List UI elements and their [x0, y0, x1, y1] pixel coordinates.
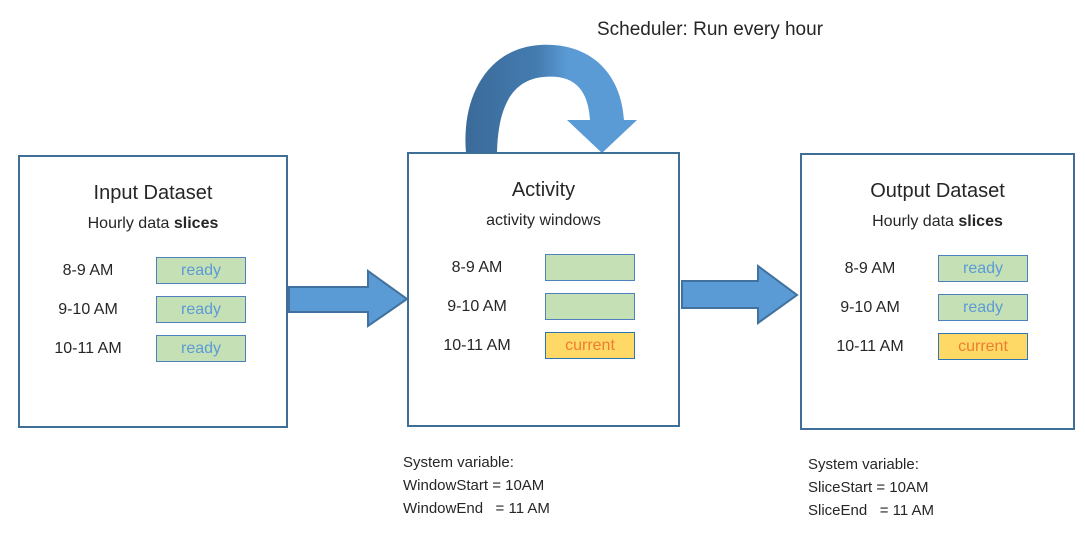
- flow-arrow-activity-to-output-icon: [681, 264, 799, 325]
- slice-rows: 8-9 AM ready 9-10 AM ready 10-11 AM read…: [20, 257, 286, 363]
- slice-row: 10-11 AM current: [409, 332, 678, 360]
- note-line: WindowStart = 10AM: [403, 477, 545, 494]
- scheduler-loop-arrow-icon: [465, 44, 637, 154]
- slice-rows: 8-9 AM 9-10 AM 10-11 AM current: [409, 254, 678, 360]
- status-badge: current: [545, 332, 635, 360]
- note-line: SliceEnd = 11 AM: [808, 502, 935, 519]
- slice-row: 9-10 AM: [409, 293, 678, 321]
- slice-row: 8-9 AM: [409, 254, 678, 282]
- box-title: Input Dataset: [93, 182, 213, 204]
- slice-row: 10-11 AM current: [802, 333, 1073, 361]
- box-title: Output Dataset: [870, 180, 1005, 202]
- box-title: Activity: [511, 179, 576, 201]
- slice-time-label: 10-11 AM: [54, 339, 122, 357]
- system-variable-note-activity: System variable: WindowStart = 10AM Wind…: [403, 451, 550, 520]
- status-badge: ready: [156, 257, 246, 285]
- slice-rows: 8-9 AM ready 9-10 AM ready 10-11 AM curr…: [802, 255, 1073, 361]
- status-badge: ready: [938, 255, 1028, 283]
- note-line: SliceStart = 10AM: [808, 479, 929, 496]
- flow-arrow-input-to-activity-icon: [288, 269, 409, 328]
- note-line: System variable:: [808, 456, 919, 473]
- slice-time-label: 10-11 AM: [443, 336, 511, 354]
- slice-time-label: 8-9 AM: [451, 258, 503, 276]
- subtitle-bold-text: slices: [173, 215, 219, 232]
- slice-time-label: 8-9 AM: [844, 259, 896, 277]
- status-badge: ready: [938, 294, 1028, 322]
- slice-row: 8-9 AM ready: [20, 257, 286, 285]
- box-output-dataset: Output Dataset Hourly data slices 8-9 AM…: [800, 153, 1075, 430]
- box-subtitle: Hourly data slices: [802, 212, 1073, 231]
- scheduler-label: Scheduler: Run every hour: [597, 19, 824, 40]
- status-badge: [545, 293, 635, 321]
- slice-row: 10-11 AM ready: [20, 335, 286, 363]
- note-line: WindowEnd = 11 AM: [403, 500, 550, 517]
- status-badge: ready: [156, 296, 246, 324]
- subtitle-bold-text: slices: [958, 213, 1003, 230]
- slice-time-label: 10-11 AM: [836, 337, 904, 355]
- subtitle-text: Hourly data: [872, 213, 959, 230]
- subtitle-text: Hourly data: [87, 215, 174, 232]
- status-badge: [545, 254, 635, 282]
- slice-row: 8-9 AM ready: [802, 255, 1073, 283]
- slice-time-label: 9-10 AM: [840, 298, 900, 316]
- box-input-dataset: Input Dataset Hourly data slices 8-9 AM …: [18, 155, 288, 428]
- status-badge: ready: [156, 335, 246, 363]
- slice-row: 9-10 AM ready: [20, 296, 286, 324]
- subtitle-text: activity windows: [486, 212, 601, 229]
- box-subtitle: activity windows: [409, 211, 678, 230]
- box-activity: Activity activity windows 8-9 AM 9-10 AM…: [407, 152, 680, 427]
- system-variable-note-output: System variable: SliceStart = 10AM Slice…: [808, 453, 934, 522]
- note-line: System variable:: [403, 454, 514, 471]
- status-badge: current: [938, 333, 1028, 361]
- slice-time-label: 8-9 AM: [62, 261, 114, 279]
- slice-time-label: 9-10 AM: [447, 297, 507, 315]
- slice-time-label: 9-10 AM: [58, 300, 118, 318]
- box-subtitle: Hourly data slices: [20, 214, 286, 233]
- slice-row: 9-10 AM ready: [802, 294, 1073, 322]
